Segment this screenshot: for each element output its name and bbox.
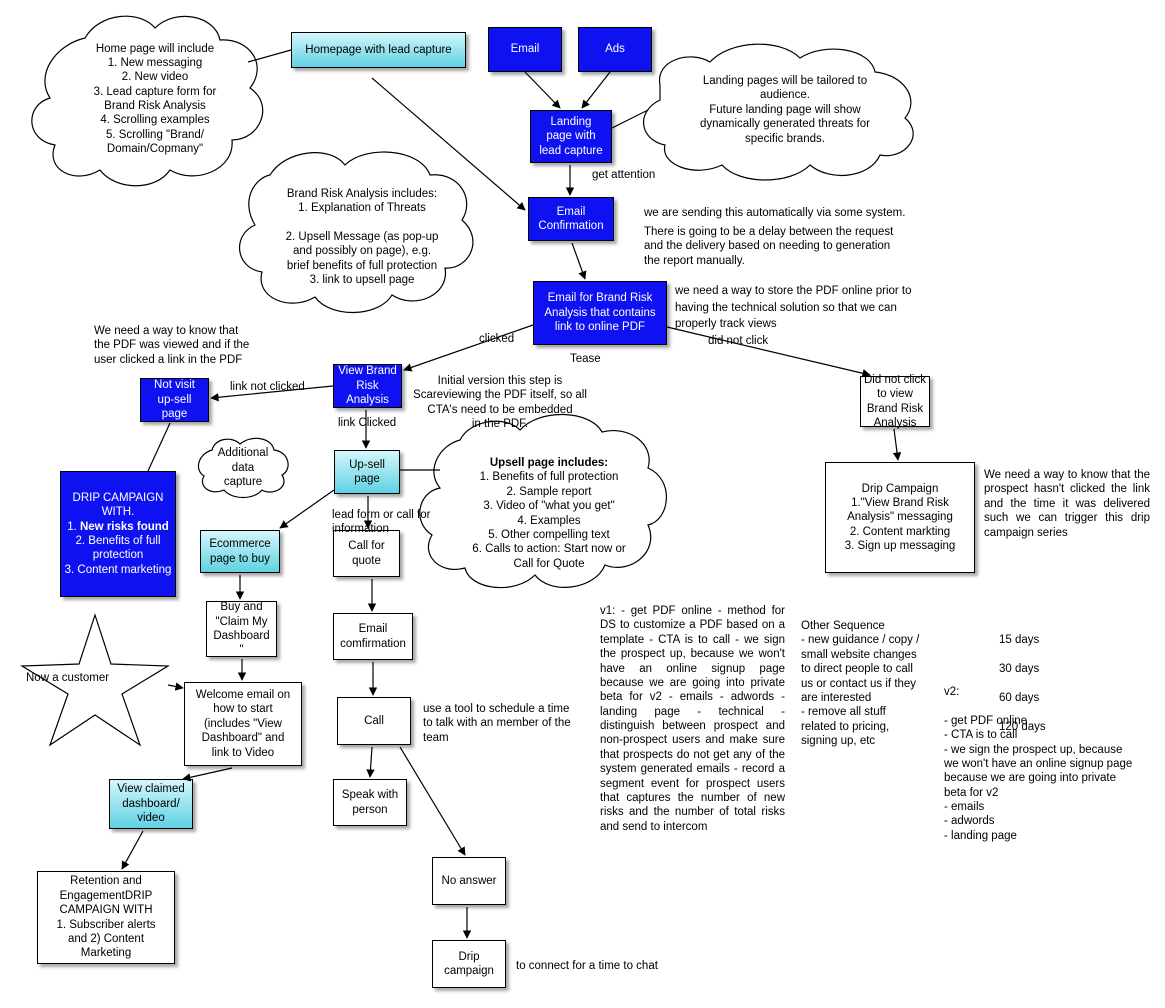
box-email[interactable]: Email	[488, 27, 562, 72]
cloud-upsell-includes	[419, 413, 667, 589]
box-landing-page[interactable]: Landing page with lead capture	[530, 110, 612, 163]
box-ads[interactable]: Ads	[578, 27, 652, 72]
box-buy-claim[interactable]: Buy and "Claim My Dashboard "	[206, 601, 277, 657]
box-welcome-email[interactable]: Welcome email on how to start (includes …	[184, 682, 302, 766]
label-need-know-not-clicked: We need a way to know that the prospect …	[984, 469, 1150, 539]
upsell-includes-title: Upsell page includes:	[489, 457, 609, 469]
label-schedule-tool: use a tool to schedule a time to talk wi…	[423, 703, 571, 744]
drip-item-1: 1. New risks found	[67, 520, 169, 533]
label-sending-auto: we are sending this automatically via so…	[644, 207, 906, 219]
cloud-landing-note	[643, 43, 914, 181]
label-link-not-clicked: link not clicked	[230, 381, 305, 393]
label-did-not-click: did not click	[708, 335, 769, 347]
label-tease: Tease	[570, 353, 601, 365]
drip-item-3: 3. Content marketing	[64, 563, 172, 576]
box-speak-with-person[interactable]: Speak with person	[333, 779, 407, 826]
box-not-visit-upsell[interactable]: Not visit up-sell page	[140, 378, 209, 422]
box-view-brand-risk[interactable]: View Brand Risk Analysis	[333, 364, 402, 408]
star-now-customer	[19, 613, 171, 747]
box-no-answer[interactable]: No answer	[432, 857, 506, 905]
days-60: 60 days	[999, 691, 1040, 704]
cloud-brand-risk-text: Brand Risk Analysis includes: 1. Explana…	[285, 187, 439, 286]
label-connect-time: to connect for a time to chat	[516, 960, 658, 972]
box-email-confirmation[interactable]: Email Confirmation	[528, 197, 614, 241]
label-store-pdf: we need a way to store the PDF online pr…	[675, 285, 912, 331]
box-view-claimed[interactable]: View claimed dashboard/ video	[109, 779, 193, 829]
days-30: 30 days	[999, 663, 1040, 676]
box-drip-campaign-small[interactable]: Drip campaign	[432, 940, 506, 988]
cloud-home-page-text: Home page will include 1. New messaging …	[93, 42, 217, 156]
label-lead-form: lead form or call for information	[332, 509, 431, 536]
box-call[interactable]: Call	[337, 697, 411, 745]
label-link-clicked: link Clicked	[338, 417, 397, 429]
cloud-home-page	[31, 15, 264, 187]
box-call-for-quote[interactable]: Call for quote	[333, 530, 400, 577]
star-label: Now a customer	[26, 672, 110, 684]
cloud-landing-note-text: Landing pages will be tailored to audien…	[699, 75, 871, 145]
drip-campaign-with-title: DRIP CAMPAIGN WITH.	[72, 491, 164, 519]
label-clicked: clicked	[479, 333, 515, 345]
days-120: 120 days	[999, 720, 1046, 733]
box-drip-campaign-with[interactable]: DRIP CAMPAIGN WITH. 1. New risks found 2…	[60, 471, 176, 597]
label-need-know-viewed: We need a way to know that the PDF was v…	[94, 325, 250, 366]
box-retention[interactable]: Retention and EngagementDRIP CAMPAIGN WI…	[37, 871, 175, 964]
box-email-brand-risk[interactable]: Email for Brand Risk Analysis that conta…	[533, 281, 667, 345]
cloud-additional-data	[197, 437, 289, 499]
label-get-attention: get attention	[592, 169, 656, 181]
days-15: 15 days	[999, 634, 1040, 647]
box-upsell-page[interactable]: Up-sell page	[334, 450, 400, 494]
box-did-not-click[interactable]: Did not click to view Brand Risk Analysi…	[860, 374, 930, 429]
label-days: 15 days 30 days 60 days 120 days	[999, 619, 1059, 748]
label-delay-note: There is going to be a delay between the…	[644, 226, 894, 267]
upsell-includes-list: 1. Benefits of full protection 2. Sample…	[472, 471, 626, 570]
label-v2-text: v2: - get PDF online - CTA is to call - …	[944, 686, 1133, 842]
box-ecommerce[interactable]: Ecommerce page to buy	[200, 530, 280, 573]
drip-item-2: 2. Benefits of full protection	[75, 535, 161, 562]
cloud-upsell-includes-text: Upsell page includes: 1. Benefits of ful…	[436, 456, 662, 572]
box-email-confirmation-2[interactable]: Email comfirmation	[333, 613, 413, 660]
label-other-sequence: Other Sequence - new guidance / copy / s…	[801, 620, 920, 747]
label-initial-version: Initial version this step is Scareviewin…	[413, 375, 587, 431]
cloud-additional-data-text: Additional data capture	[217, 447, 269, 489]
label-v1-text: v1: - get PDF online - method for DS to …	[600, 605, 785, 833]
box-homepage[interactable]: Homepage with lead capture	[291, 32, 466, 68]
box-drip-campaign-right[interactable]: Drip Campaign 1."View Brand Risk Analysi…	[825, 462, 975, 573]
